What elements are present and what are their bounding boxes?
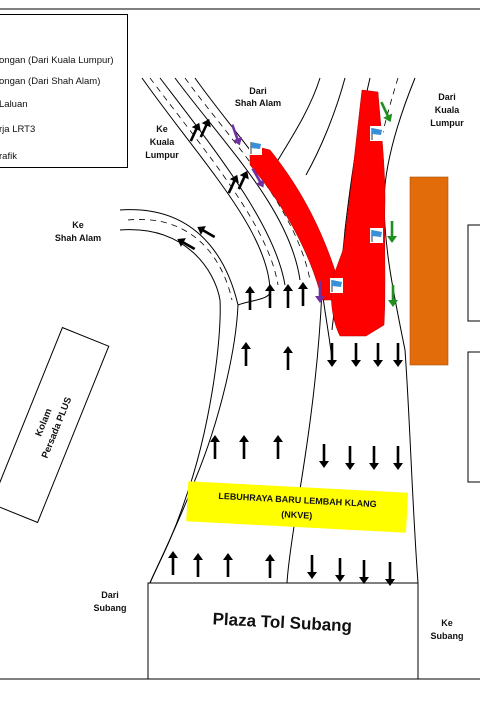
arrow-down — [327, 343, 337, 367]
svg-text:Ke: Ke — [156, 124, 168, 134]
legend-item-lrt3-works: rja LRT3 — [0, 124, 36, 135]
divider-top — [321, 289, 333, 361]
label-ke-subang: Ke Subang — [431, 618, 464, 641]
flag-marker — [330, 278, 343, 293]
arrow-purple — [251, 167, 265, 188]
label-dari-kuala-lumpur: Dari Kuala Lumpur — [430, 92, 464, 128]
shah-alam-in-edge — [274, 77, 321, 166]
kolam-persada-plus: Kolam Persada PLUS — [0, 326, 110, 524]
svg-text:Kuala: Kuala — [435, 105, 461, 115]
svg-text:Ke: Ke — [441, 618, 453, 628]
diversion-zone-kl — [331, 89, 386, 337]
arrow-ramp — [227, 174, 239, 194]
flag-marker — [370, 228, 383, 243]
svg-text:Lumpur: Lumpur — [145, 150, 179, 160]
arrow-up — [241, 342, 251, 366]
traffic-arrows — [168, 101, 403, 586]
arrow-up — [273, 435, 283, 459]
label-ke-shah-alam: Ke Shah Alam — [55, 220, 101, 243]
arrow-up — [283, 346, 293, 370]
arrow-purple — [231, 124, 243, 146]
svg-text:Lumpur: Lumpur — [430, 118, 464, 128]
legend-item-from-kl: ongan (Dari Kuala Lumpur) — [0, 55, 114, 66]
lrt3-work-zone — [409, 176, 449, 366]
arrow-down — [319, 444, 329, 468]
label-dari-shah-alam: Dari Shah Alam — [235, 86, 281, 108]
building-box-2 — [467, 351, 480, 483]
centre-divider — [286, 289, 323, 584]
svg-text:Dari: Dari — [249, 86, 267, 96]
arrow-up — [283, 284, 293, 308]
arrow-down — [307, 555, 317, 579]
arrow-up — [223, 553, 233, 577]
legend-item-route: Laluan — [0, 99, 28, 110]
arrow-down — [345, 446, 355, 470]
svg-text:Dari: Dari — [438, 92, 456, 102]
svg-text:Subang: Subang — [94, 603, 127, 613]
arrow-down — [385, 562, 395, 586]
arrow-down — [359, 560, 369, 584]
kl-road-edge-right — [383, 77, 419, 584]
road-edge-shah-alam-out — [119, 209, 239, 306]
highway-banner: LEBUHRAYA BARU LEMBAH KLANG (NKVE) — [186, 481, 409, 533]
arrow-down — [351, 343, 361, 367]
arrow-up — [265, 284, 275, 308]
svg-text:Dari: Dari — [101, 590, 119, 600]
arrow-green — [387, 221, 397, 243]
arrow-ramp — [237, 170, 249, 190]
label-dari-subang: Dari Subang — [94, 590, 127, 613]
arrow-up — [210, 435, 220, 459]
building-box-1 — [467, 224, 480, 322]
arrow-ramp — [199, 118, 211, 138]
arrow-ramp — [189, 122, 201, 142]
arrow-down — [335, 558, 345, 582]
legend: ongan (Dari Kuala Lumpur) ongan (Dari Sh… — [0, 14, 128, 168]
arrow-shah-alam — [197, 226, 216, 239]
arrow-up — [193, 553, 203, 577]
label-ke-kuala-lumpur: Ke Kuala Lumpur — [145, 124, 179, 160]
road-edge-far-left — [119, 229, 221, 584]
arrow-purple — [315, 281, 325, 303]
flag-marker — [249, 140, 262, 155]
arrow-up — [298, 282, 308, 306]
highway-code: (NKVE) — [281, 509, 312, 521]
diversion-zone-shah-alam — [249, 144, 339, 301]
arrow-green — [388, 285, 398, 307]
legend-item-traffic: rafik — [0, 151, 17, 162]
plaza-tol-area — [147, 582, 419, 680]
flag-markers — [249, 126, 383, 293]
flag-marker — [370, 126, 383, 141]
arrow-down — [369, 446, 379, 470]
arrow-up — [245, 286, 255, 310]
arrow-green — [380, 101, 393, 122]
svg-text:Shah Alam: Shah Alam — [55, 233, 101, 243]
shah-alam-in-edge-2 — [305, 77, 346, 176]
arrow-up — [239, 435, 249, 459]
svg-text:Kuala: Kuala — [150, 137, 176, 147]
arrow-down — [393, 446, 403, 470]
arrow-shah-alam — [177, 238, 196, 251]
ramp-line-2 — [174, 77, 301, 281]
svg-text:Subang: Subang — [431, 631, 464, 641]
arrow-down — [373, 343, 383, 367]
svg-text:Shah Alam: Shah Alam — [235, 98, 281, 108]
legend-item-from-shah-alam: ongan (Dari Shah Alam) — [0, 76, 101, 87]
arrow-up — [168, 551, 178, 575]
svg-text:Ke: Ke — [72, 220, 84, 230]
arrow-down — [393, 343, 403, 367]
arrow-up — [265, 554, 275, 578]
